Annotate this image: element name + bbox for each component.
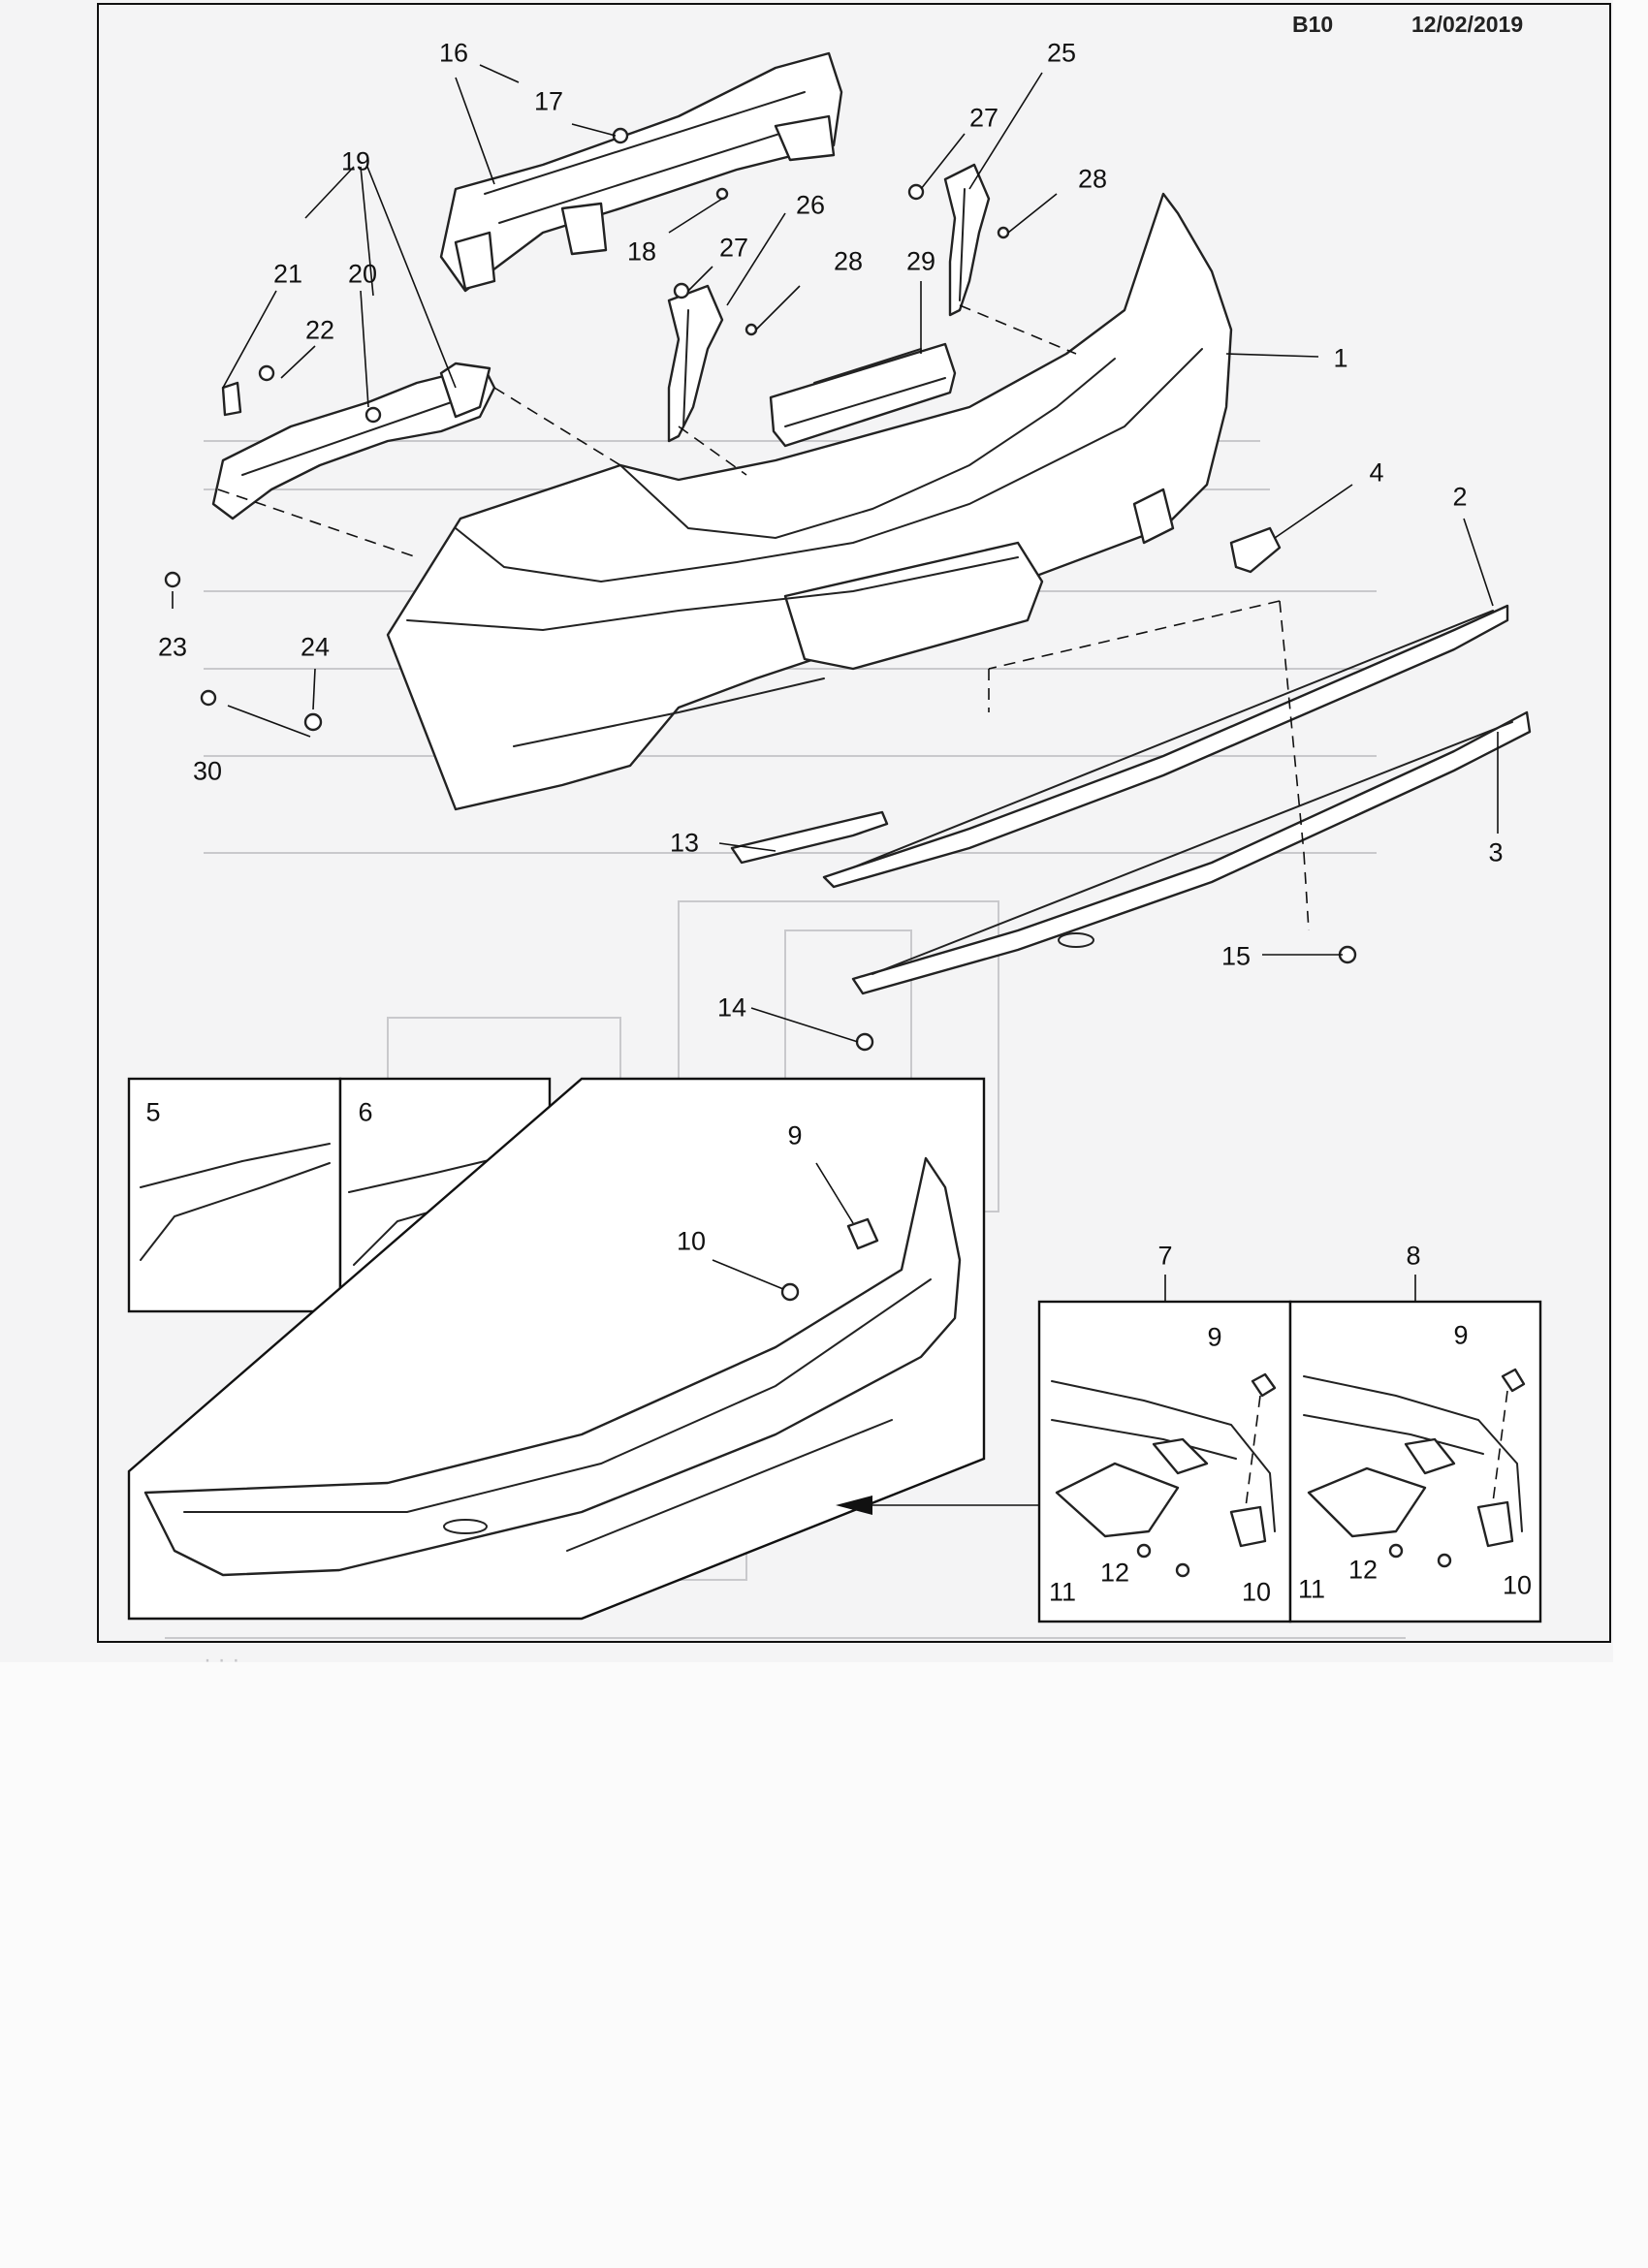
callout-22: 22 <box>304 315 335 345</box>
callout-27-right: 27 <box>968 103 999 133</box>
trim-strip-upper <box>822 604 1509 889</box>
callout-25: 25 <box>1046 38 1077 68</box>
callout-23: 23 <box>157 632 188 662</box>
reinforcement-beam <box>439 51 843 293</box>
detail-arrow-head <box>836 1496 872 1515</box>
callout-13: 13 <box>669 828 700 858</box>
leader-lines <box>172 64 1499 1043</box>
detail-bumper-view <box>127 1077 986 1621</box>
callout-21: 21 <box>272 259 303 289</box>
callout-19: 19 <box>340 146 371 176</box>
callout-8: 8 <box>1406 1241 1421 1271</box>
callout-24: 24 <box>300 632 331 662</box>
trim-strip-lower <box>851 710 1532 995</box>
callout-7: 7 <box>1157 1241 1173 1271</box>
fasteners <box>164 127 1357 1052</box>
callout-2: 2 <box>1452 482 1468 512</box>
callout-26: 26 <box>795 190 826 220</box>
parts-diagram: · · · <box>97 3 1611 1667</box>
assembly-lines <box>217 304 1310 931</box>
callout-14: 14 <box>716 992 747 1023</box>
callout-12-box8: 12 <box>1347 1555 1379 1585</box>
callout-16: 16 <box>438 38 469 68</box>
callout-30: 30 <box>192 756 223 786</box>
callout-20: 20 <box>347 259 378 289</box>
insert-panel <box>730 810 889 865</box>
right-bracket <box>943 163 991 317</box>
bleed-through-text: · · · <box>204 1647 239 1667</box>
callout-10-box8: 10 <box>1502 1570 1533 1600</box>
callout-12-box7: 12 <box>1099 1558 1130 1588</box>
callout-1: 1 <box>1333 343 1348 373</box>
callout-15: 15 <box>1220 941 1252 971</box>
callout-18: 18 <box>626 236 657 267</box>
callout-6: 6 <box>358 1097 373 1127</box>
callout-4: 4 <box>1369 457 1384 488</box>
callout-10-box7: 10 <box>1241 1577 1272 1607</box>
callout-5: 5 <box>145 1097 161 1127</box>
reflector-block <box>769 342 957 448</box>
detail-7-8 <box>1037 1275 1542 1623</box>
rear-bumper-cover <box>386 192 1233 811</box>
callout-17: 17 <box>533 86 564 116</box>
callout-3: 3 <box>1488 837 1504 867</box>
callout-9-box7: 9 <box>1207 1322 1222 1352</box>
callout-11-box8: 11 <box>1297 1574 1326 1604</box>
drawing-frame <box>97 3 1611 1643</box>
callout-9-detail: 9 <box>787 1120 803 1150</box>
callout-27-centre: 27 <box>718 233 749 263</box>
callout-11-box7: 11 <box>1048 1577 1077 1607</box>
centre-left-bracket <box>667 284 724 443</box>
callout-28-right: 28 <box>1077 164 1108 194</box>
callout-29: 29 <box>905 246 936 276</box>
tow-eye-cover <box>1229 526 1282 574</box>
callout-28-centre: 28 <box>833 246 864 276</box>
callout-9-box8: 9 <box>1453 1320 1469 1350</box>
callout-10-detail: 10 <box>676 1226 707 1256</box>
drawing-date: 12/02/2019 <box>1411 12 1524 37</box>
drawing-number: B10 <box>1292 12 1334 37</box>
